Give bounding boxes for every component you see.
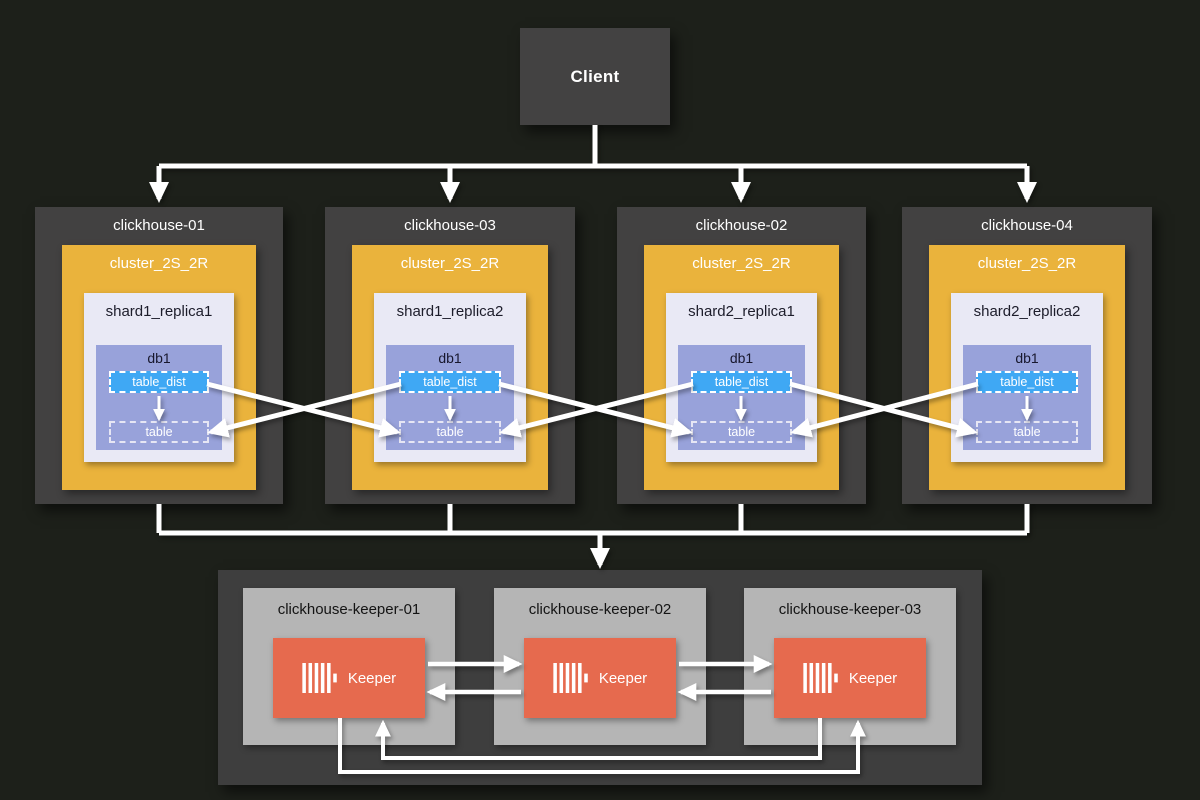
database-box: db1 table_dist table bbox=[386, 345, 514, 450]
table-dist-box: table_dist bbox=[109, 371, 209, 393]
table-box: table bbox=[109, 421, 209, 443]
keeper-box: Keeper bbox=[524, 638, 676, 718]
keeper-node-02: clickhouse-keeper-02 Keeper bbox=[494, 588, 706, 745]
database-title: db1 bbox=[729, 350, 754, 366]
replica-box: shard1_replica2 db1 table_dist table bbox=[374, 293, 526, 462]
node-title: clickhouse-03 bbox=[404, 217, 496, 234]
cluster-box: cluster_2S_2R shard1_replica1 db1 table_… bbox=[62, 245, 256, 490]
table-box: table bbox=[691, 421, 792, 443]
replica-title: shard1_replica1 bbox=[105, 303, 213, 320]
client-box: Client bbox=[520, 28, 670, 125]
table-box: table bbox=[399, 421, 501, 443]
table-dist-box: table_dist bbox=[976, 371, 1078, 393]
keeper-node-title: clickhouse-keeper-02 bbox=[528, 601, 672, 618]
node-clickhouse-03: clickhouse-03 cluster_2S_2R shard1_repli… bbox=[325, 207, 575, 504]
cluster-box: cluster_2S_2R shard2_replica1 db1 table_… bbox=[644, 245, 839, 490]
table-box: table bbox=[976, 421, 1078, 443]
cluster-box: cluster_2S_2R shard2_replica2 db1 table_… bbox=[929, 245, 1125, 490]
cluster-title: cluster_2S_2R bbox=[109, 255, 209, 272]
keeper-label: Keeper bbox=[848, 669, 898, 687]
node-clickhouse-02: clickhouse-02 cluster_2S_2R shard2_repli… bbox=[617, 207, 866, 504]
cluster-title: cluster_2S_2R bbox=[400, 255, 500, 272]
node-title: clickhouse-01 bbox=[113, 217, 205, 234]
clickhouse-logo-icon bbox=[803, 663, 839, 693]
node-clickhouse-01: clickhouse-01 cluster_2S_2R shard1_repli… bbox=[35, 207, 283, 504]
keeper-label: Keeper bbox=[598, 669, 648, 687]
node-title: clickhouse-02 bbox=[695, 217, 788, 234]
table-dist-box: table_dist bbox=[691, 371, 792, 393]
replica-box: shard2_replica2 db1 table_dist table bbox=[951, 293, 1103, 462]
node-clickhouse-04: clickhouse-04 cluster_2S_2R shard2_repli… bbox=[902, 207, 1152, 504]
client-label: Client bbox=[570, 66, 620, 86]
keeper-cluster-box: clickhouse-keeper-01 Keeper clickhouse-k… bbox=[218, 570, 982, 785]
table-dist-box: table_dist bbox=[399, 371, 501, 393]
database-title: db1 bbox=[1015, 350, 1039, 366]
database-box: db1 table_dist table bbox=[678, 345, 805, 450]
clickhouse-logo-icon bbox=[553, 663, 589, 693]
database-box: db1 table_dist table bbox=[96, 345, 222, 450]
keeper-node-title: clickhouse-keeper-03 bbox=[778, 601, 922, 618]
node-title: clickhouse-04 bbox=[981, 217, 1073, 234]
keeper-node-03: clickhouse-keeper-03 Keeper bbox=[744, 588, 956, 745]
keeper-label: Keeper bbox=[347, 669, 397, 687]
replica-title: shard2_replica2 bbox=[973, 303, 1081, 320]
keeper-node-01: clickhouse-keeper-01 Keeper bbox=[243, 588, 455, 745]
keeper-box: Keeper bbox=[273, 638, 425, 718]
cluster-box: cluster_2S_2R shard1_replica2 db1 table_… bbox=[352, 245, 548, 490]
clickhouse-logo-icon bbox=[302, 663, 338, 693]
replica-title: shard2_replica1 bbox=[688, 303, 795, 320]
cluster-title: cluster_2S_2R bbox=[692, 255, 791, 272]
database-title: db1 bbox=[147, 350, 171, 366]
keeper-node-title: clickhouse-keeper-01 bbox=[277, 601, 421, 618]
replica-title: shard1_replica2 bbox=[396, 303, 504, 320]
database-title: db1 bbox=[438, 350, 462, 366]
keeper-box: Keeper bbox=[774, 638, 926, 718]
database-box: db1 table_dist table bbox=[963, 345, 1091, 450]
replica-box: shard2_replica1 db1 table_dist table bbox=[666, 293, 817, 462]
cluster-title: cluster_2S_2R bbox=[977, 255, 1077, 272]
replica-box: shard1_replica1 db1 table_dist table bbox=[84, 293, 234, 462]
